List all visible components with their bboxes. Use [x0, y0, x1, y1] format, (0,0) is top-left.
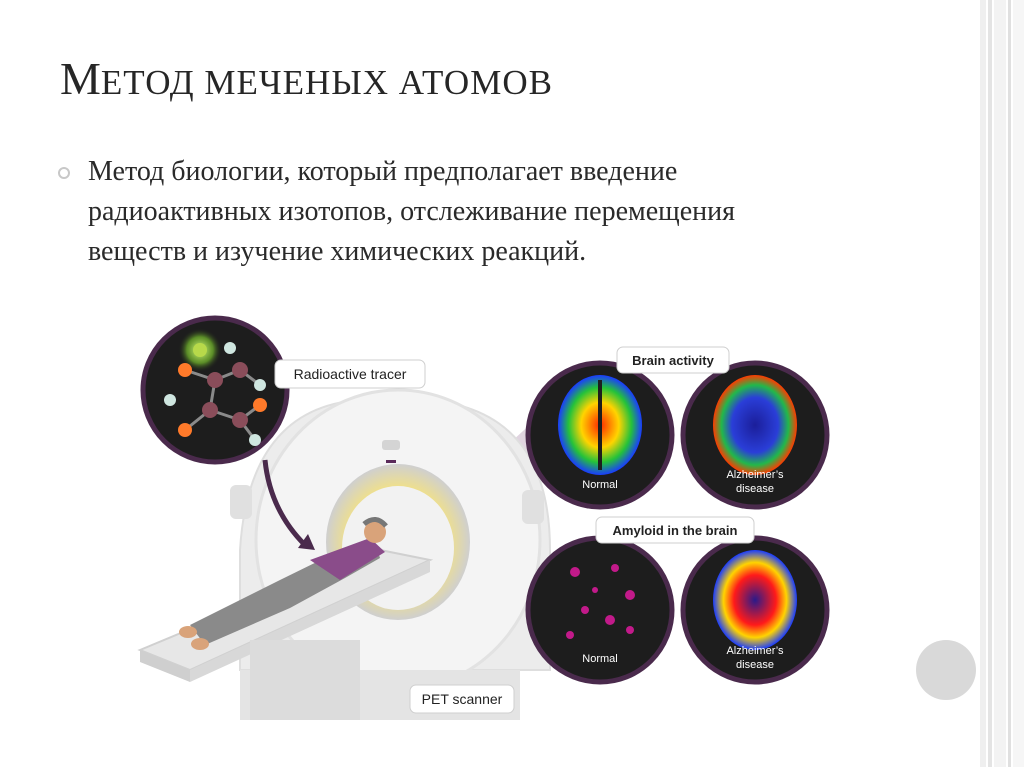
brain-activity-label: Brain activity: [616, 346, 730, 374]
radioactive-tracer-label: Radioactive tracer: [274, 359, 426, 389]
amyloid-normal: Normal: [525, 535, 675, 685]
arrow-line: [262, 459, 307, 547]
svg-text:disease: disease: [736, 659, 774, 671]
pet-scanner-label: PET scanner: [409, 684, 515, 714]
svg-text:Brain activity: Brain activity: [632, 353, 714, 368]
brain-activity-normal: Normal: [525, 360, 675, 510]
svg-text:Alzheimer’s: Alzheimer’s: [726, 469, 784, 481]
patient: [179, 517, 388, 650]
svg-text:PET scanner: PET scanner: [422, 691, 503, 707]
bullet-marker: [58, 167, 70, 179]
svg-text:Radioactive tracer: Radioactive tracer: [294, 366, 407, 382]
brain-activity-alzheimers: Alzheimer’s disease: [680, 360, 830, 510]
amyloid-alzheimers: Alzheimer’s disease: [680, 535, 830, 685]
svg-text:Normal: Normal: [582, 653, 617, 665]
arrow-head: [298, 534, 315, 550]
svg-text:Amyloid in the brain: Amyloid in the brain: [613, 523, 738, 538]
decorative-stripes: [980, 0, 1024, 767]
svg-text:Alzheimer’s: Alzheimer’s: [726, 645, 784, 657]
svg-text:disease: disease: [736, 483, 774, 495]
amyloid-label: Amyloid in the brain: [595, 516, 755, 544]
pet-scan-illustration: Radioactive tracer PET scanner Normal Al…: [137, 315, 830, 720]
molecule-circle: [140, 315, 290, 465]
bullet-item: Метод биологии, который предполагает вве…: [58, 152, 838, 272]
decorative-circle: [916, 640, 976, 700]
svg-text:Normal: Normal: [582, 479, 617, 491]
page-title: МЕТОД МЕЧЕНЫХ АТОМОВ: [60, 53, 553, 104]
bullet-text: Метод биологии, который предполагает вве…: [88, 156, 736, 267]
